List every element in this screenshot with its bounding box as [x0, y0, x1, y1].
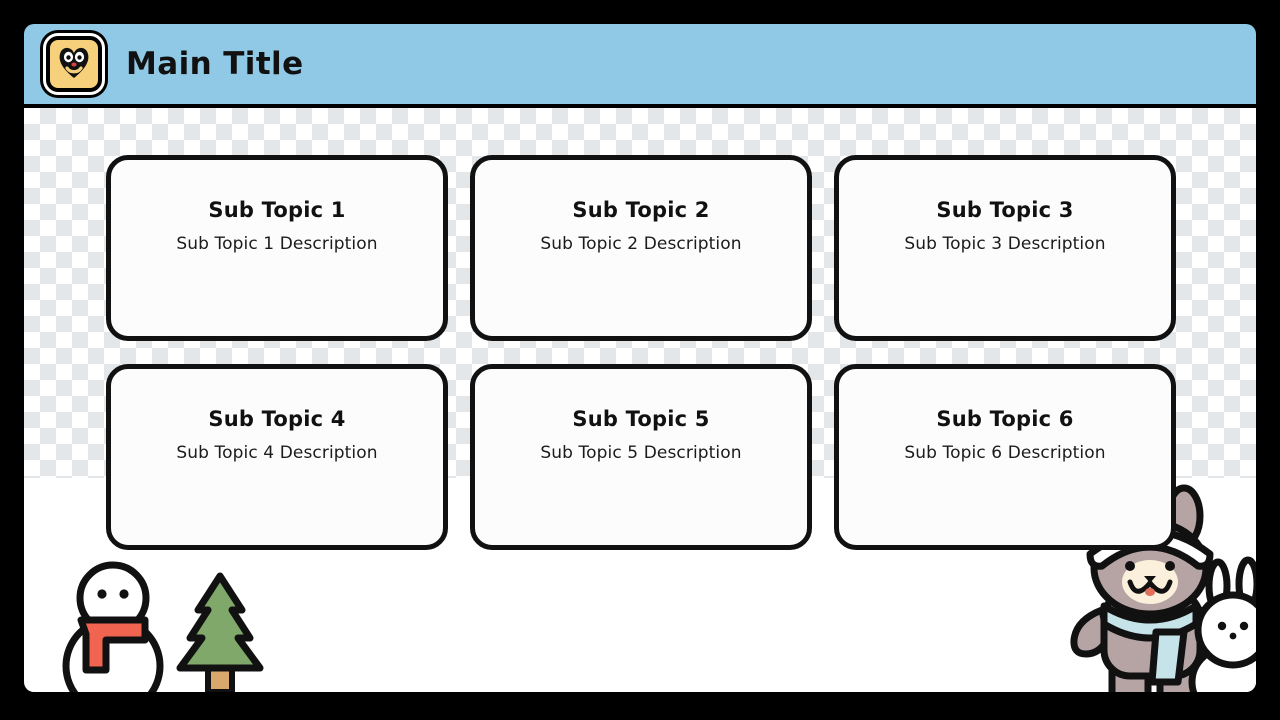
page-title: Main Title	[126, 46, 304, 82]
sub-topic-card-1-description: Sub Topic 1 Description	[176, 234, 378, 254]
sub-topic-card-4[interactable]: Sub Topic 4 Sub Topic 4 Description	[106, 364, 448, 550]
snow-bunny-illustration	[1188, 556, 1256, 692]
sub-topic-card-3-description: Sub Topic 3 Description	[904, 234, 1106, 254]
sub-topic-card-4-title: Sub Topic 4	[208, 407, 346, 431]
sub-topic-card-5-description: Sub Topic 5 Description	[540, 443, 742, 463]
bear-face-logo-icon	[46, 36, 102, 92]
sub-topic-card-1-title: Sub Topic 1	[208, 198, 346, 222]
sub-topic-card-5-title: Sub Topic 5	[572, 407, 710, 431]
christmas-tree-illustration	[176, 572, 264, 692]
sub-topic-card-3-title: Sub Topic 3	[936, 198, 1074, 222]
sub-topic-card-2-description: Sub Topic 2 Description	[540, 234, 742, 254]
sub-topic-card-5[interactable]: Sub Topic 5 Sub Topic 5 Description	[470, 364, 812, 550]
sub-topic-card-1[interactable]: Sub Topic 1 Sub Topic 1 Description	[106, 155, 448, 341]
sub-topic-card-3[interactable]: Sub Topic 3 Sub Topic 3 Description	[834, 155, 1176, 341]
sub-topic-card-2-title: Sub Topic 2	[572, 198, 710, 222]
snowman-illustration	[62, 561, 164, 692]
sub-topic-card-2[interactable]: Sub Topic 2 Sub Topic 2 Description	[470, 155, 812, 341]
sub-topic-card-6-description: Sub Topic 6 Description	[904, 443, 1106, 463]
sub-topic-card-6[interactable]: Sub Topic 6 Sub Topic 6 Description	[834, 364, 1176, 550]
sub-topic-card-4-description: Sub Topic 4 Description	[176, 443, 378, 463]
sub-topic-card-6-title: Sub Topic 6	[936, 407, 1074, 431]
slide-header: Main Title	[24, 24, 1256, 108]
sub-topic-card-grid: Sub Topic 1 Sub Topic 1 Description Sub …	[24, 108, 1256, 692]
